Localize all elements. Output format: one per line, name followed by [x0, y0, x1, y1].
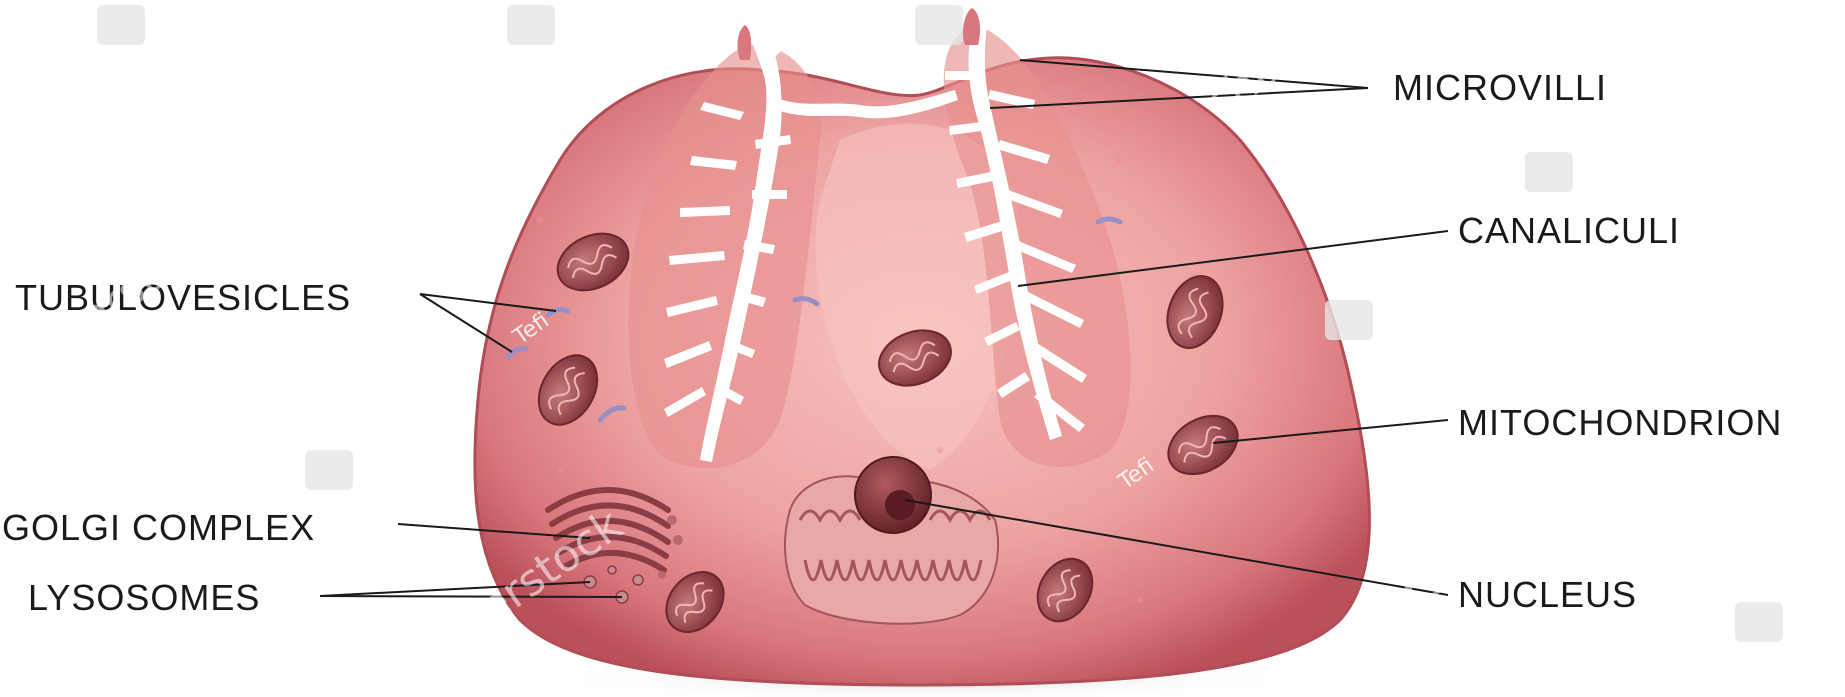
shutterstock-logo-icon: [507, 5, 555, 45]
label-golgi-complex: GOLGI COMPLEX: [2, 507, 315, 548]
shutterstock-logo-icon: [97, 5, 145, 45]
label-mitochondrion: MITOCHONDRION: [1458, 402, 1782, 443]
watermark-text: shutterstock: [1197, 0, 1452, 129]
shutterstock-logo-icon: [1325, 300, 1373, 340]
label-nucleus: NUCLEUS: [1458, 574, 1637, 615]
microvilli-tip-right: [963, 8, 980, 45]
label-canaliculi: CANALICULI: [1458, 210, 1680, 251]
label-microvilli: MICROVILLI: [1393, 67, 1607, 108]
shutterstock-logo-icon: [305, 450, 353, 490]
shutterstock-logo-icon: [915, 5, 963, 45]
nucleus: [855, 457, 931, 533]
label-lysosomes: LYSOSOMES: [28, 577, 260, 618]
shutterstock-logo-icon: [1735, 602, 1783, 642]
shutterstock-logo-icon: [1525, 152, 1573, 192]
